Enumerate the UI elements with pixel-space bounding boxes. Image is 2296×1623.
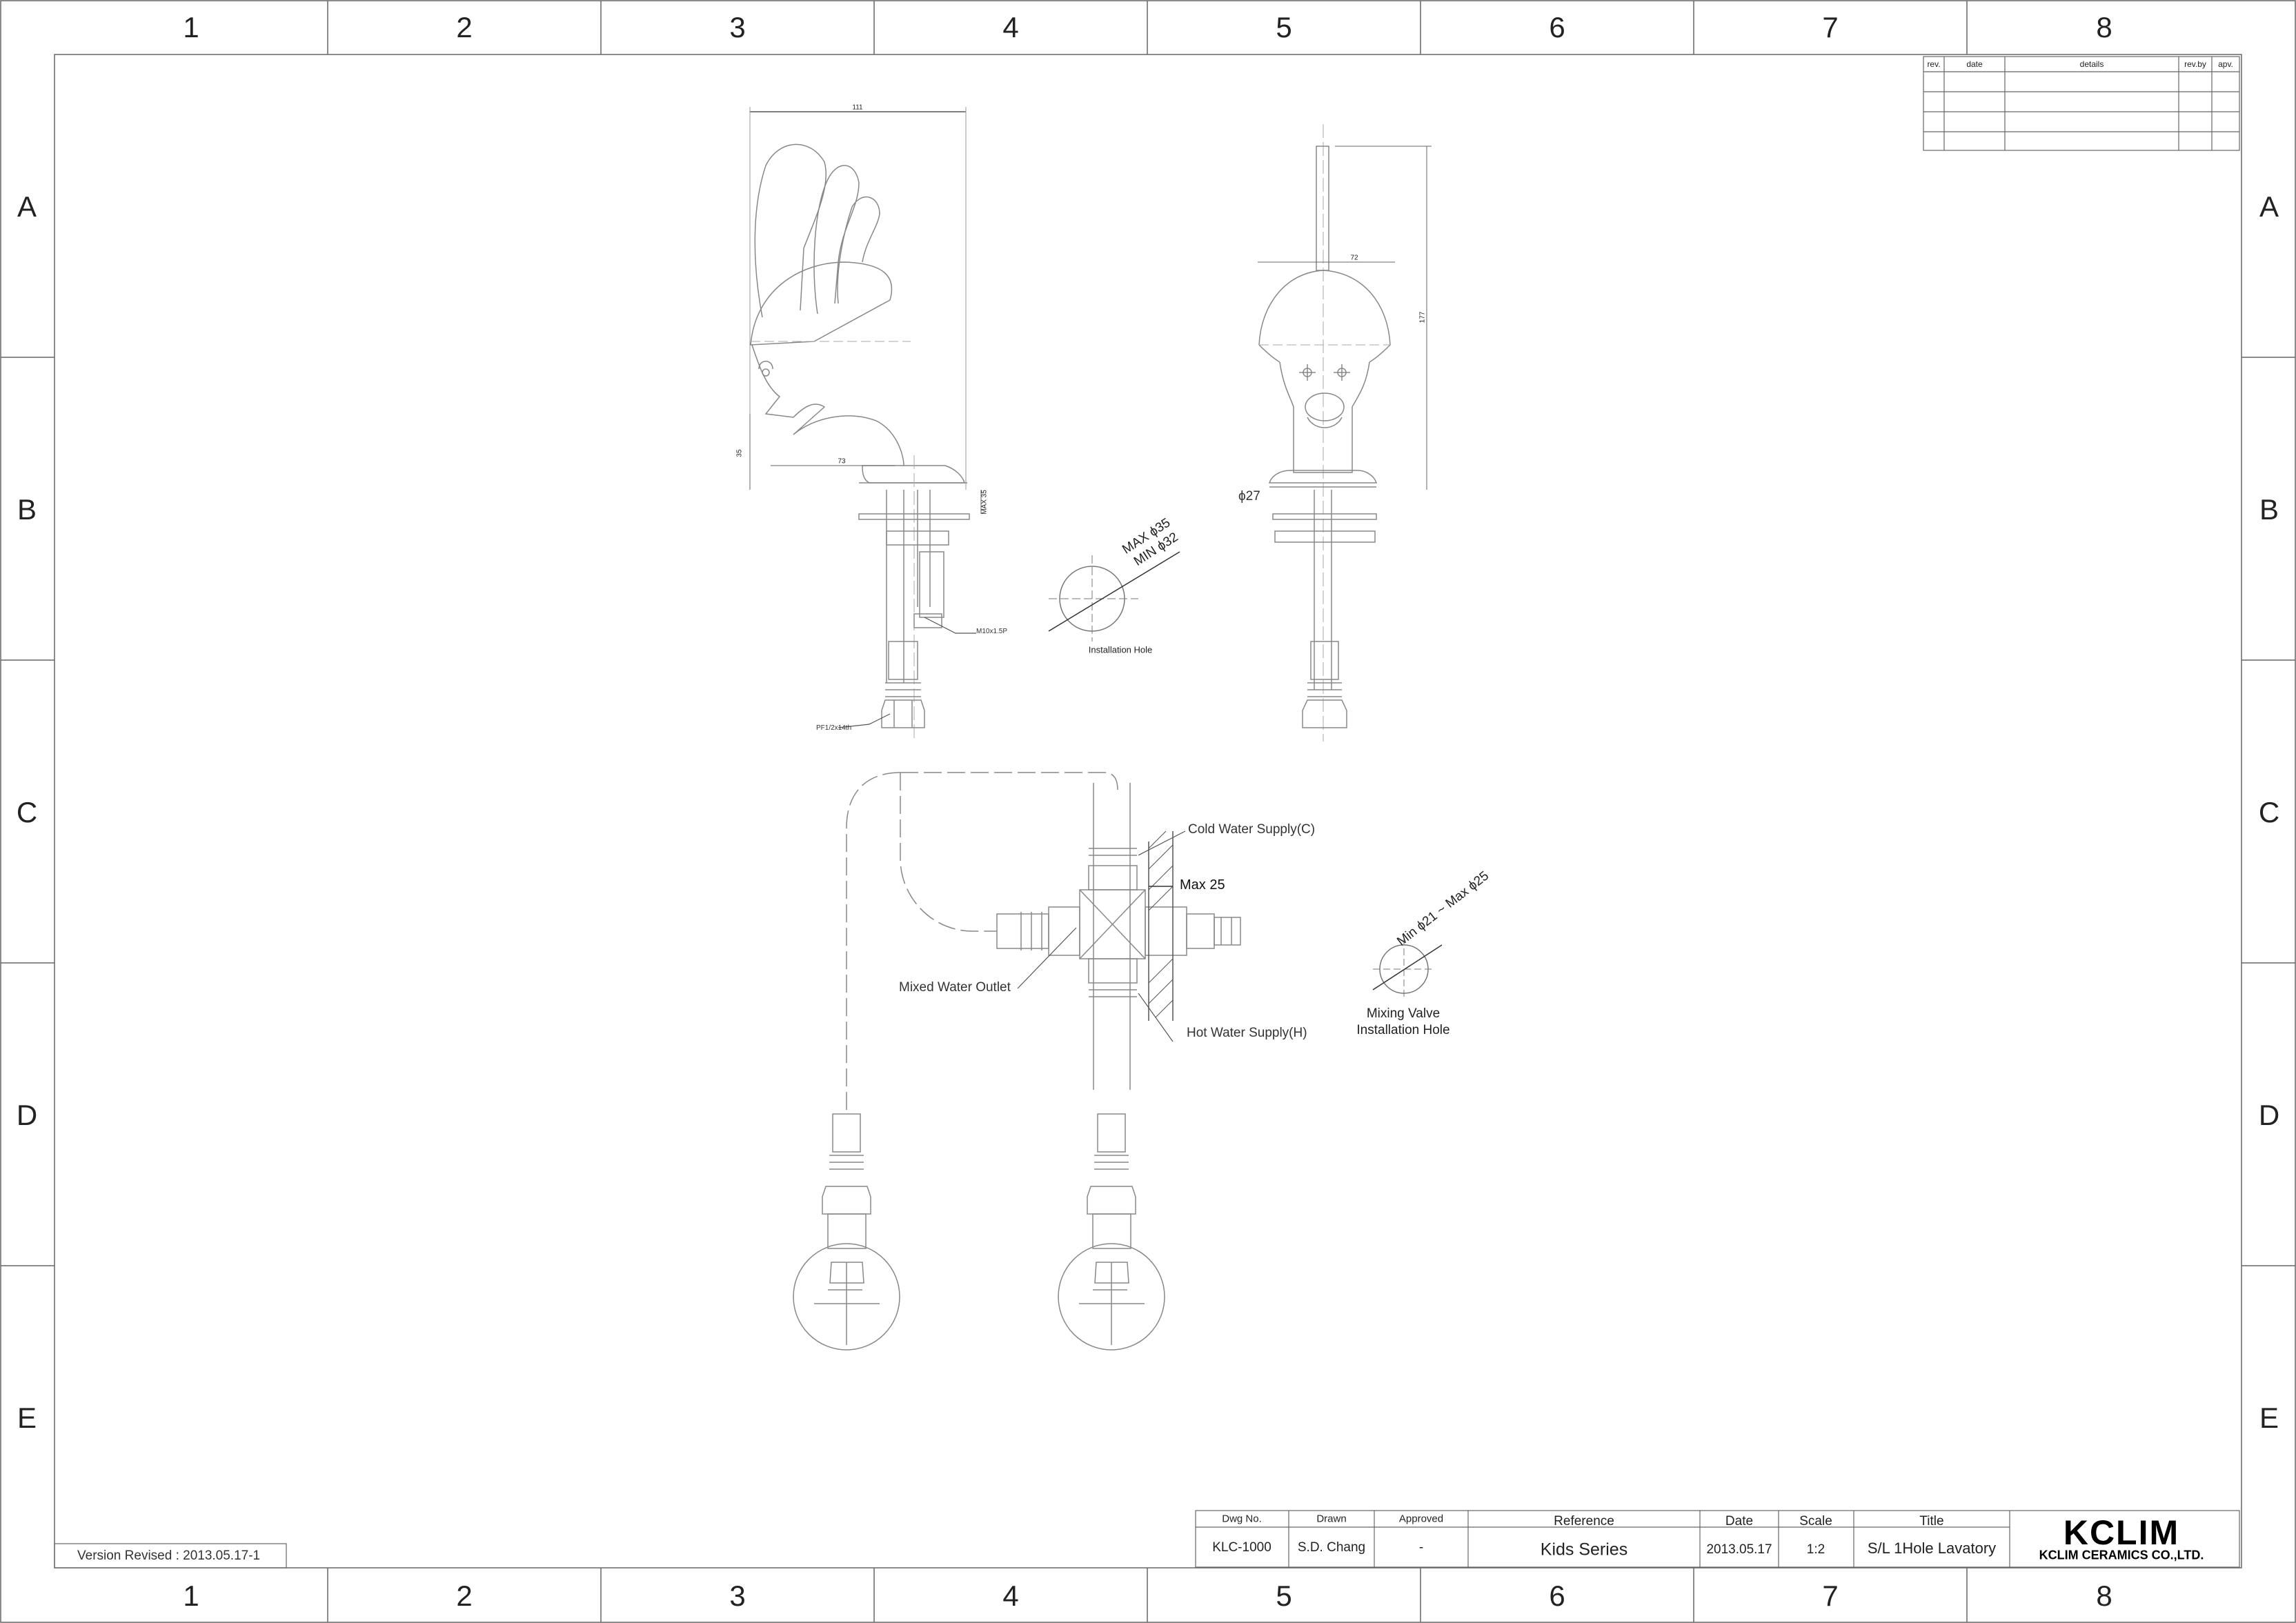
row-label: E [17,1402,37,1434]
mixing-valve-hole-label: Installation Hole [1356,1023,1450,1037]
row-label: A [17,190,37,223]
title-label: Title [1919,1514,1944,1529]
company-logo: KCLIM [2063,1513,2180,1552]
dim-spout-reach: 73 [838,457,846,466]
rev-header: rev. [1927,59,1941,69]
installation-hole-label: Installation Hole [1088,644,1153,655]
reference-value: Kids Series [1540,1540,1628,1560]
col-label: 7 [1822,11,1839,43]
row-label: D [2258,1099,2280,1131]
mixing-valve-label: Mixing Valve [1366,1006,1441,1021]
thread-spec: M10x1.5P [976,628,1008,635]
dwg-no-value: KLC-1000 [1212,1540,1271,1555]
scale-value: 1:2 [1806,1542,1825,1557]
dim-width-side: 111 [852,103,863,112]
dim-max25: Max 25 [1180,877,1225,893]
drawn-label: Drawn [1316,1513,1347,1525]
approved-value: - [1418,1540,1424,1555]
date-value: 2013.05.17 [1706,1542,1772,1557]
date-header: date [1966,59,1983,69]
approved-label: Approved [1398,1513,1444,1525]
revby-header: rev.by [2184,59,2206,69]
col-label: 6 [1549,11,1565,43]
row-label: D [16,1099,38,1131]
col-label: 5 [1276,1580,1292,1612]
col-label: 7 [1822,1580,1839,1612]
col-label: 2 [456,1580,473,1612]
col-label: 2 [456,11,473,43]
title-block-grid [54,1510,2240,1569]
dim-height-front: 177 [1418,311,1427,323]
dim-spout-height: 35 [735,449,744,457]
date-label: Date [1725,1514,1754,1529]
drawn-value: S.D. Chang [1297,1540,1366,1555]
dwg-no-label: Dwg No. [1222,1513,1262,1525]
row-label: A [2259,190,2279,223]
dim-base-diameter: ϕ27 [1238,489,1260,504]
col-label: 1 [183,1580,199,1612]
col-label: 4 [1002,1580,1019,1612]
pipe-thread-spec: PF1/2x14th [816,724,852,732]
company-name: KCLIM CERAMICS CO.,LTD. [2039,1548,2204,1562]
col-label: 5 [1276,11,1292,43]
row-label: E [2259,1402,2279,1434]
mixed-water-label: Mixed Water Outlet [899,980,1011,995]
dim-width-front: 72 [1350,254,1358,262]
row-label: C [2258,796,2280,828]
faucet-front-view [1258,124,1432,741]
mixing-valve-assembly [846,772,1241,1111]
title-value: S/L 1Hole Lavatory [1867,1540,1997,1557]
col-label: 8 [2096,1580,2112,1612]
revision-table-grid [1923,56,2240,151]
faucet-side-view [749,107,982,741]
scale-label: Scale [1799,1514,1832,1529]
dim-max-thickness: MAX 35 [980,490,989,515]
apv-header: apv. [2218,59,2233,69]
cold-water-label: Cold Water Supply(C) [1188,822,1316,837]
col-label: 4 [1002,11,1019,43]
stop-valve-right [1058,1113,1165,1351]
reference-label: Reference [1554,1514,1614,1529]
hot-water-label: Hot Water Supply(H) [1187,1026,1307,1040]
mixing-valve-hole-symbol [1372,938,1443,1000]
row-label: C [16,796,38,828]
row-label: B [17,493,37,526]
stop-valve-left [793,1113,900,1351]
col-label: 1 [183,11,199,43]
col-label: 8 [2096,11,2112,43]
row-label: B [2259,493,2279,526]
col-label: 3 [729,1580,746,1612]
leader-lines [838,617,1186,1042]
version-revised: Version Revised : 2013.05.17-1 [77,1549,261,1563]
details-header: details [2079,59,2104,69]
col-label: 6 [1549,1580,1565,1612]
col-label: 3 [729,11,746,43]
installation-hole-symbol [1048,551,1180,641]
